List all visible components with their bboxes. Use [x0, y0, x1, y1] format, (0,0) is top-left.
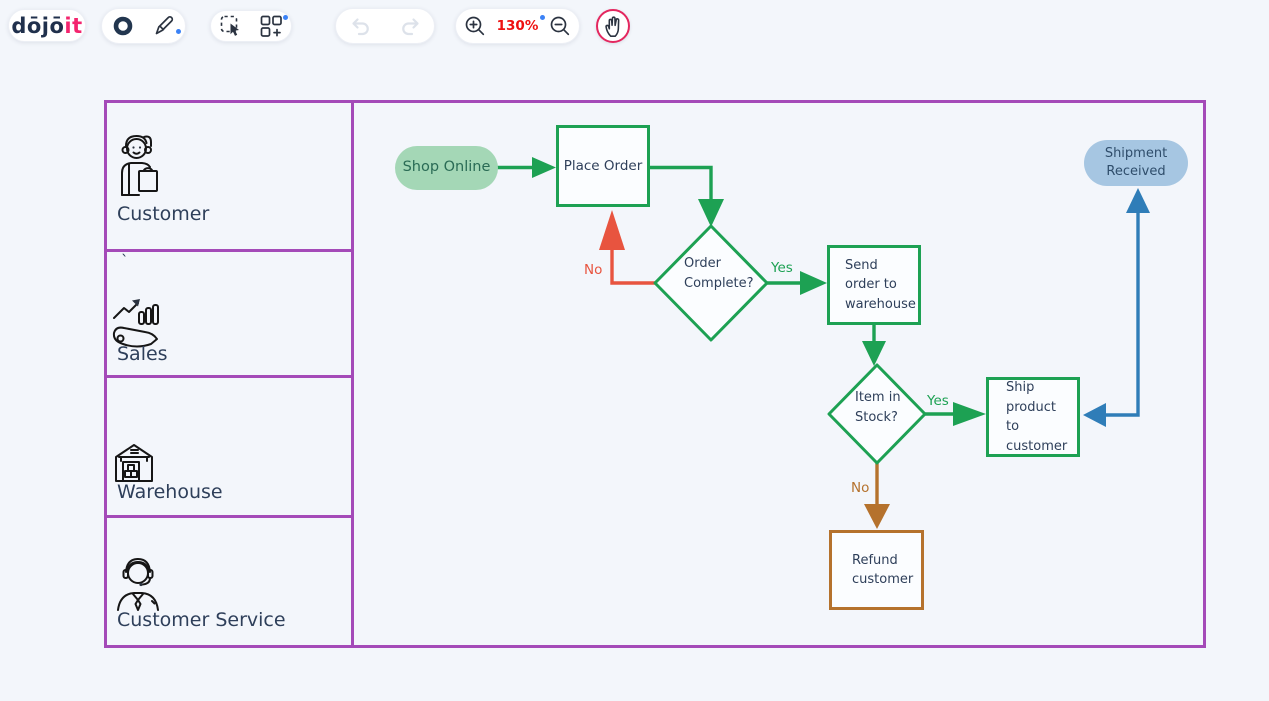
node-send-order[interactable]: Send order to warehouse — [827, 245, 921, 325]
zoom-group: 130% — [455, 8, 580, 44]
node-item-in-stock-label: Item in Stock? — [855, 390, 901, 425]
lane-label-warehouse[interactable]: Warehouse — [117, 481, 223, 503]
edge-label-stock-yes: Yes — [927, 393, 949, 409]
swimlane-container[interactable] — [104, 100, 1206, 648]
zoom-level[interactable]: 130% — [496, 15, 546, 34]
lane-separator-2 — [104, 375, 352, 378]
lane-header-divider — [351, 100, 354, 648]
select-tools-group — [210, 10, 292, 42]
history-group — [335, 8, 435, 44]
shapes-button[interactable] — [256, 11, 288, 41]
node-shop-online[interactable]: Shop Online — [395, 146, 498, 190]
customer-icon — [112, 131, 164, 201]
stray-mark: ` — [121, 252, 129, 270]
redo-button[interactable] — [396, 12, 424, 40]
lane-separator-3 — [104, 515, 352, 518]
pencil-color-dot — [176, 29, 182, 34]
edge-label-order-yes: Yes — [771, 260, 793, 276]
lane-label-sales[interactable]: Sales — [117, 343, 168, 365]
logo-text-dojo: dōjō — [11, 13, 65, 38]
zoom-out-icon — [551, 16, 570, 36]
node-send-order-label: Send order to warehouse — [845, 257, 916, 312]
node-order-complete-label: Order Complete? — [684, 256, 754, 291]
logo-text-it: it — [64, 13, 83, 38]
zoom-level-text: 130% — [496, 18, 539, 34]
node-place-order[interactable]: Place Order — [556, 125, 650, 207]
pencil-tool-button[interactable] — [150, 12, 182, 40]
marquee-select-button[interactable] — [216, 11, 246, 41]
hand-icon — [605, 16, 620, 37]
lane-separator-1 — [104, 249, 352, 252]
redo-icon — [401, 18, 419, 36]
sales-icon — [109, 296, 165, 352]
edge-label-order-no: No — [584, 262, 603, 278]
draw-tools-group — [101, 8, 186, 44]
node-place-order-label: Place Order — [563, 157, 643, 174]
node-shipment-received[interactable]: Shipment Received — [1084, 140, 1188, 186]
lane-label-customer-service[interactable]: Customer Service — [117, 609, 286, 631]
node-shop-online-label: Shop Online — [402, 159, 491, 176]
zoom-out-button[interactable] — [545, 11, 575, 41]
warehouse-icon — [112, 441, 156, 487]
zoom-badge-dot — [540, 15, 546, 20]
shapes-icon — [260, 15, 282, 37]
zoom-in-icon — [465, 16, 484, 36]
dojoit-logo[interactable]: dōjōit — [8, 9, 86, 42]
decision-item-in-stock[interactable] — [827, 363, 927, 465]
node-refund-customer[interactable]: Refund customer — [829, 530, 924, 610]
edge-label-stock-no: No — [851, 480, 870, 496]
circle-tool-button[interactable] — [109, 12, 137, 40]
decision-order-complete[interactable] — [653, 224, 769, 342]
node-shipment-received-label: Shipment Received — [1104, 146, 1168, 179]
pencil-icon — [155, 16, 174, 35]
node-ship-product[interactable]: Ship product to customer — [986, 377, 1080, 457]
undo-button[interactable] — [347, 12, 375, 40]
circle-tool-icon — [113, 16, 133, 36]
hand-tool-button[interactable] — [596, 9, 630, 43]
zoom-in-button[interactable] — [460, 11, 490, 41]
node-ship-product-label: Ship product to customer — [1006, 380, 1068, 454]
customer-service-icon — [112, 556, 164, 616]
lane-label-customer[interactable]: Customer — [117, 203, 210, 225]
node-refund-customer-label: Refund customer — [852, 552, 914, 588]
shapes-badge-dot — [283, 15, 288, 20]
undo-icon — [351, 18, 369, 36]
marquee-select-icon — [220, 15, 239, 36]
